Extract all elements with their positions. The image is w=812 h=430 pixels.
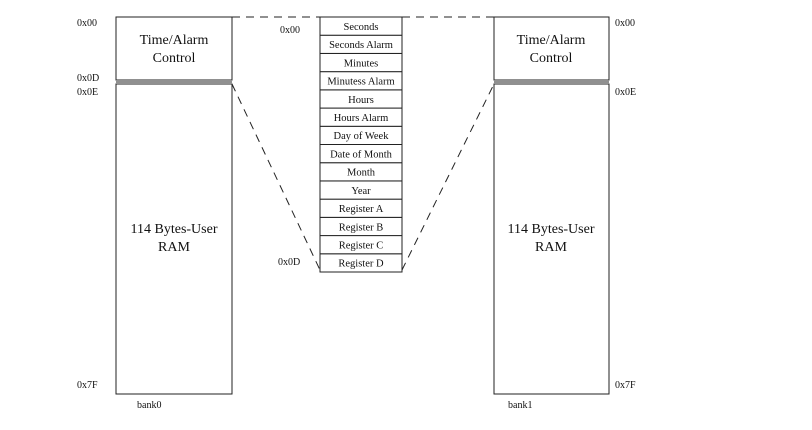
bank0-ram-block — [115, 83, 233, 395]
register-label: Minutes — [344, 58, 378, 69]
bank0-control-label-line1: Time/Alarm — [140, 33, 209, 48]
register-label: Hours Alarm — [334, 113, 389, 124]
dash-diagonal-left — [231, 83, 321, 271]
register-row: Seconds — [319, 16, 403, 36]
bank1-ram-block — [493, 83, 610, 395]
bank0-addr-top: 0x00 — [77, 18, 97, 29]
register-label: Hours — [348, 95, 374, 106]
bank0-control-block — [115, 16, 233, 81]
register-label: Minutess Alarm — [327, 77, 394, 88]
register-row: Day of Week — [319, 125, 403, 145]
register-row: Month — [319, 162, 403, 182]
bank1-control-label-line1: Time/Alarm — [517, 33, 586, 48]
register-row: Hours Alarm — [319, 107, 403, 127]
register-label: Register B — [339, 222, 384, 233]
register-row: Register B — [319, 216, 403, 237]
register-label: Seconds Alarm — [329, 40, 393, 51]
bank1-addr-ram-start: 0x0E — [615, 87, 636, 98]
register-row: Seconds Alarm — [319, 34, 403, 54]
register-label: Register D — [338, 259, 384, 270]
register-label: Register C — [339, 240, 384, 251]
expansion-lines — [231, 16, 495, 271]
bank1-ram-label-line2: RAM — [535, 240, 567, 255]
register-label: Register A — [339, 204, 384, 215]
register-addr-first: 0x00 — [280, 25, 300, 36]
register-row: Minutess Alarm — [319, 71, 403, 91]
bank0-control-label-line2: Control — [153, 51, 196, 66]
register-row: Minutes — [319, 52, 403, 73]
bank0-name: bank0 — [137, 400, 161, 411]
register-row: Year — [319, 180, 403, 200]
register-label: Day of Week — [334, 131, 390, 142]
register-addr-last: 0x0D — [278, 257, 300, 268]
dash-diagonal-right — [401, 83, 495, 271]
bank1-name: bank1 — [508, 400, 532, 411]
register-row: Hours — [319, 89, 403, 109]
register-row: Register A — [319, 198, 403, 218]
bank0-addr-ram-start: 0x0E — [77, 87, 98, 98]
register-label: Date of Month — [330, 149, 393, 160]
register-label: Seconds — [344, 22, 379, 33]
bank1-addr-top: 0x00 — [615, 18, 635, 29]
register-label: Month — [347, 168, 376, 179]
bank1: Time/Alarm Control 114 Bytes-User RAM 0x… — [493, 16, 636, 411]
bank1-addr-bottom: 0x7F — [615, 380, 636, 391]
bank0: Time/Alarm Control 114 Bytes-User RAM 0x… — [77, 16, 233, 411]
bank1-control-label-line2: Control — [530, 51, 573, 66]
bank0-addr-control-end: 0x0D — [77, 73, 99, 84]
register-label: Year — [351, 186, 371, 197]
bank0-addr-bottom: 0x7F — [77, 380, 98, 391]
register-row: Date of Month — [319, 144, 403, 164]
register-table: Register D Register C Register B Register A… — [278, 16, 403, 273]
register-row: Register C — [319, 235, 403, 255]
bank1-ram-label-line1: 114 Bytes-User — [508, 222, 595, 237]
register-cell — [319, 16, 403, 36]
bank0-ram-label-line1: 114 Bytes-User — [131, 222, 218, 237]
bank1-control-block — [493, 16, 610, 81]
bank0-ram-label-line2: RAM — [158, 240, 190, 255]
register-row: Register D — [319, 253, 403, 273]
